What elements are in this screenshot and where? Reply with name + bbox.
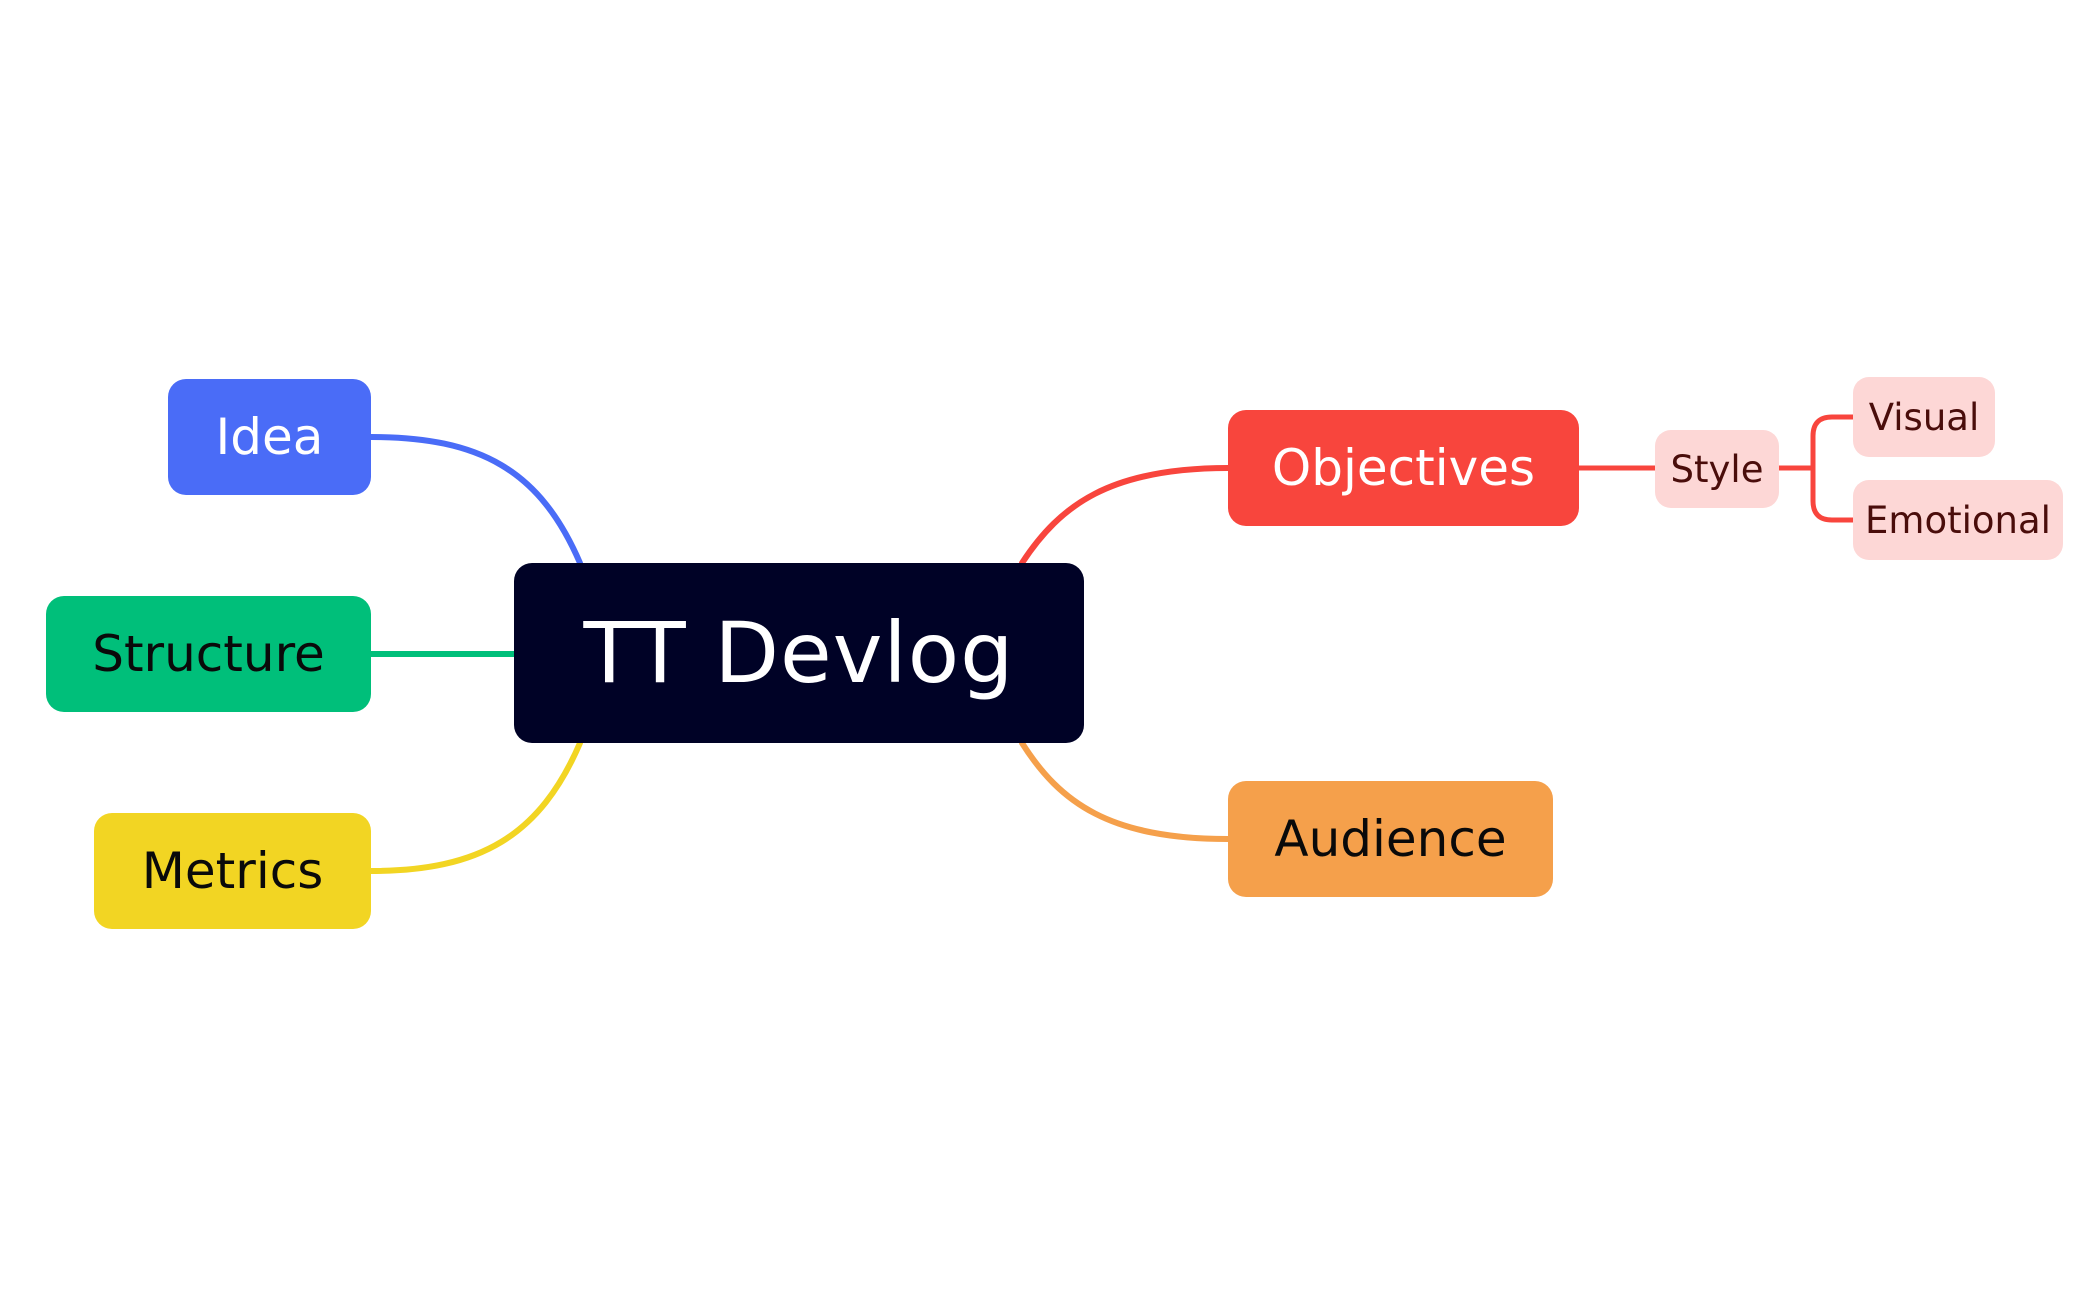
connector-root-metrics: [368, 740, 583, 874]
branch-node-structure[interactable]: Structure: [46, 596, 371, 712]
connector-style-emotional: [1810, 465, 1856, 523]
subtopic-node-style[interactable]: Style: [1655, 430, 1779, 508]
connector-style-visual: [1776, 414, 1856, 471]
branch-node-audience[interactable]: Audience: [1228, 781, 1553, 897]
subtopic-node-visual[interactable]: Visual: [1853, 377, 1995, 457]
subtopic-node-emotional[interactable]: Emotional: [1853, 480, 2063, 560]
branch-node-idea[interactable]: Idea: [168, 379, 371, 495]
branch-node-objectives[interactable]: Objectives: [1228, 410, 1579, 526]
connector-root-idea: [368, 434, 583, 566]
connector-root-audience: [1019, 740, 1231, 842]
root-node[interactable]: TT Devlog: [514, 563, 1084, 743]
connector-root-objectives: [1019, 465, 1231, 566]
branch-node-metrics[interactable]: Metrics: [94, 813, 371, 929]
